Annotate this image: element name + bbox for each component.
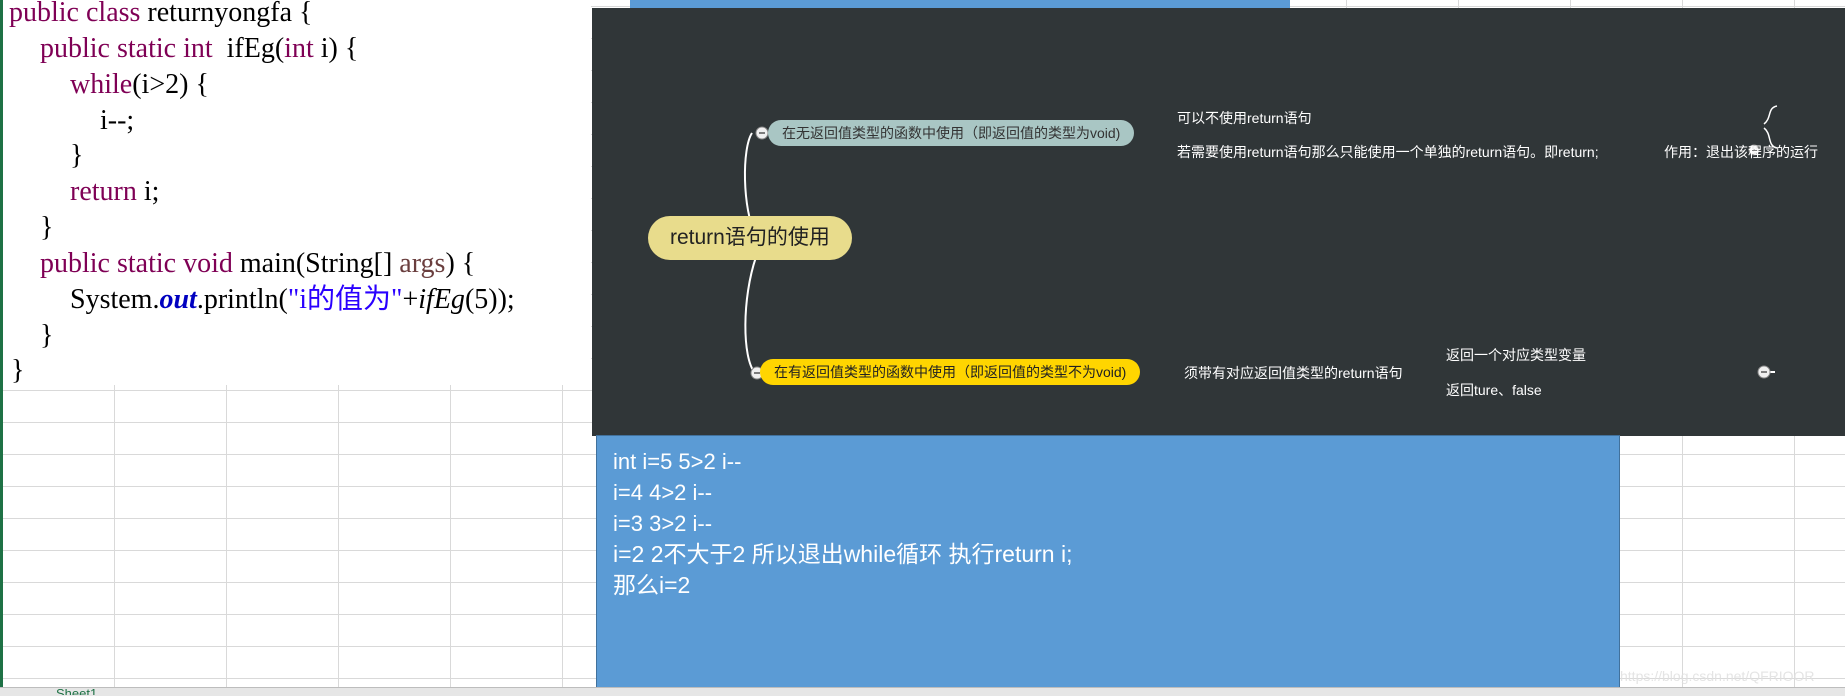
branch1-subchild[interactable]: 作用：退出该程序的运行 xyxy=(1664,144,1818,160)
connector-root-branch2 xyxy=(744,256,757,374)
code-line-9: System.out.println("i的值为"+ifEg(5)); xyxy=(70,284,515,316)
code-param: args xyxy=(399,248,446,279)
note-line-1: int i=5 5>2 i-- xyxy=(613,449,742,474)
code-line-4: i--; xyxy=(100,105,135,136)
code-line-6: return i; xyxy=(70,176,159,208)
code-text: .println( xyxy=(196,284,288,315)
code-text: i; xyxy=(136,176,160,207)
code-image: public class returnyongfa { public stati… xyxy=(3,0,591,386)
note-line-2: i=4 4>2 i-- xyxy=(613,480,713,505)
code-keyword: public static void xyxy=(40,248,233,279)
top-blue-shape[interactable] xyxy=(630,0,1290,10)
note-line-3: i=3 3>2 i-- xyxy=(613,511,713,536)
code-line-10: } xyxy=(40,320,54,351)
code-text: (i>2) { xyxy=(132,69,209,100)
code-line-7: } xyxy=(40,212,54,243)
code-text: System. xyxy=(70,284,160,315)
code-text: (5)); xyxy=(464,284,515,315)
branch1-child-1[interactable]: 可以不使用return语句 xyxy=(1177,110,1312,126)
code-text: main(String[] xyxy=(232,248,400,279)
note-line-5: 那么i=2 xyxy=(613,572,691,598)
code-line-2: public static int ifEg(int i) { xyxy=(40,33,358,65)
branch2-grandchild-1[interactable]: 返回一个对应类型变量 xyxy=(1446,347,1586,363)
code-text: ifEg( xyxy=(212,33,285,64)
code-keyword: while xyxy=(70,69,133,100)
code-line-5: } xyxy=(70,140,84,171)
sheet-left-border xyxy=(0,0,3,688)
code-string: "i的值为" xyxy=(287,284,403,315)
code-field: out xyxy=(159,284,197,315)
code-text: ) { xyxy=(445,248,476,279)
code-line-3: while(i>2) { xyxy=(70,69,209,101)
code-keyword: public class xyxy=(9,0,141,28)
mindmap-root-node[interactable]: return语句的使用 xyxy=(648,216,852,260)
mindmap-branch1-node[interactable]: 在无返回值类型的函数中使用（即返回值的类型为void) xyxy=(768,120,1135,146)
sheet-tab-bar xyxy=(0,687,1845,696)
code-keyword: public static int xyxy=(40,33,213,64)
code-call: ifEg xyxy=(418,284,465,315)
code-text: + xyxy=(402,284,419,315)
code-keyword: int xyxy=(284,33,314,64)
code-line-11: } xyxy=(11,355,25,386)
watermark: https://blog.csdn.net/QFRIOOR xyxy=(1620,668,1815,684)
branch2-child[interactable]: 须带有对应返回值类型的return语句 xyxy=(1184,365,1403,381)
note-line-4: i=2 2不大于2 所以退出while循环 执行return i; xyxy=(613,541,1073,567)
brace-branch1 xyxy=(1763,105,1778,125)
code-line-8: public static void main(String[] args) { xyxy=(40,248,475,280)
trace-note-box[interactable]: int i=5 5>2 i-- i=4 4>2 i-- i=3 3>2 i-- … xyxy=(596,435,1620,693)
mindmap-image[interactable]: return语句的使用 在无返回值类型的函数中使用（即返回值的类型为void) … xyxy=(592,8,1845,436)
mindmap-branch2-node[interactable]: 在有返回值类型的函数中使用（即返回值的类型不为void) xyxy=(760,359,1141,385)
tab-sheet1[interactable]: Sheet1 xyxy=(56,689,97,695)
code-text: returnyongfa { xyxy=(140,0,313,28)
branch2-grandchild-2[interactable]: 返回ture、false xyxy=(1446,382,1542,398)
code-keyword: return xyxy=(70,176,137,207)
branch1-child-2[interactable]: 若需要使用return语句那么只能使用一个单独的return语句。即return… xyxy=(1177,144,1599,160)
code-text: i) { xyxy=(313,33,359,64)
code-line-1: public class returnyongfa { xyxy=(9,0,312,29)
